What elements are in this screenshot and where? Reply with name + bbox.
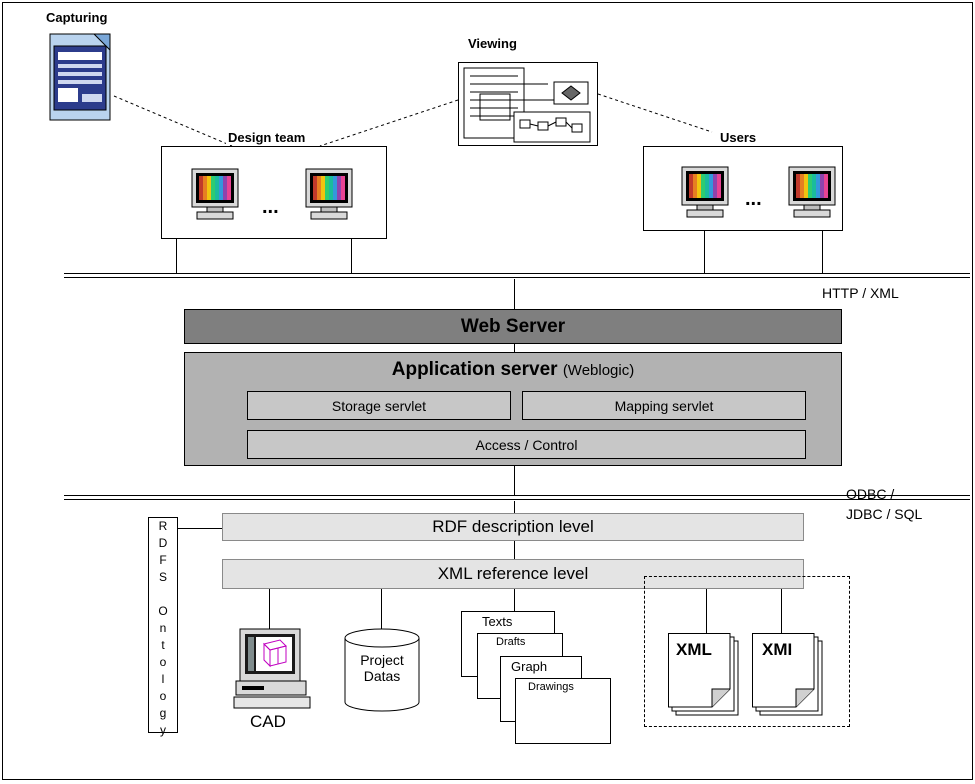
connector-line	[351, 239, 352, 274]
capturing-label: Capturing	[46, 10, 108, 25]
connector-line	[514, 589, 515, 611]
design-monitor-1-icon	[191, 168, 239, 220]
application-server-title: Application server (Weblogic)	[185, 359, 841, 381]
xml-document-icon	[668, 633, 739, 716]
rdfs-letter: y	[160, 723, 166, 737]
rdfs-letter: n	[159, 621, 167, 635]
user-monitor-1-icon	[681, 166, 729, 218]
viewing-label: Viewing	[468, 36, 517, 51]
rdfs-letter: o	[159, 655, 167, 669]
capturing-form-icon	[49, 33, 111, 121]
http-bus	[64, 273, 970, 278]
odbc-bus	[64, 495, 970, 500]
xml-documents-group	[644, 576, 850, 727]
cad-workstation-icon	[233, 628, 311, 709]
connector-line	[514, 541, 515, 559]
connector-line	[706, 589, 707, 633]
xml-doc-label: XML	[676, 640, 712, 659]
user-monitor-2-icon	[788, 166, 836, 218]
connector-line	[514, 344, 515, 352]
connector-line	[781, 589, 782, 633]
rdfs-letter: R	[158, 519, 168, 533]
rdfs-letter: g	[159, 706, 167, 720]
access-control-box: Access / Control	[247, 430, 806, 459]
connector-line	[269, 589, 270, 629]
storage-servlet-box: Storage servlet	[247, 391, 511, 420]
viewing-diagram-icon	[458, 62, 598, 146]
connector-line	[822, 231, 823, 274]
connector-line	[178, 528, 222, 529]
xmi-document-icon	[752, 633, 823, 716]
http-xml-label: HTTP / XML	[822, 285, 899, 301]
jdbc-sql-label: JDBC / SQL	[846, 506, 923, 522]
odbc-label: ODBC /	[846, 486, 895, 502]
mapping-servlet-box: Mapping servlet	[522, 391, 806, 420]
connector-line	[704, 231, 705, 274]
project-label-line2: Datas	[363, 668, 401, 684]
rdfs-letter: t	[161, 638, 165, 652]
xmi-doc-label: XMI	[762, 640, 793, 659]
connector-line	[514, 466, 515, 496]
cad-label: CAD	[250, 712, 286, 731]
dashed-connectors	[113, 93, 713, 147]
connector-line	[514, 501, 515, 513]
xml-reference-level: XML reference level	[222, 559, 804, 589]
rdfs-letter: o	[159, 689, 167, 703]
drawings-page: Drawings	[515, 678, 611, 744]
project-datas-label: Project Datas	[344, 652, 420, 684]
connector-line	[514, 279, 515, 309]
design-team-label: Design team	[226, 130, 308, 145]
connector-line	[176, 239, 177, 274]
rdfs-letter: S	[158, 570, 167, 584]
rdfs-letter: O	[158, 604, 168, 618]
project-label-line1: Project	[360, 652, 404, 668]
rdfs-letter: l	[161, 672, 165, 686]
weblogic-label: (Weblogic)	[562, 362, 635, 379]
web-server-box: Web Server	[184, 309, 842, 344]
project-datas-cylinder-icon	[344, 628, 420, 712]
rdfs-letter: F	[159, 553, 167, 567]
rdf-description-level: RDF description level	[222, 513, 804, 541]
users-ellipsis: ...	[745, 188, 762, 210]
application-server-label: Application server	[391, 359, 558, 380]
application-server-box: Application server (Weblogic) Storage se…	[184, 352, 842, 466]
rdfs-letter	[149, 586, 177, 603]
users-label: Users	[718, 130, 759, 145]
connector-line	[381, 589, 382, 629]
design-ellipsis: ...	[262, 196, 279, 218]
rdfs-letter: D	[158, 536, 168, 550]
design-monitor-2-icon	[305, 168, 353, 220]
